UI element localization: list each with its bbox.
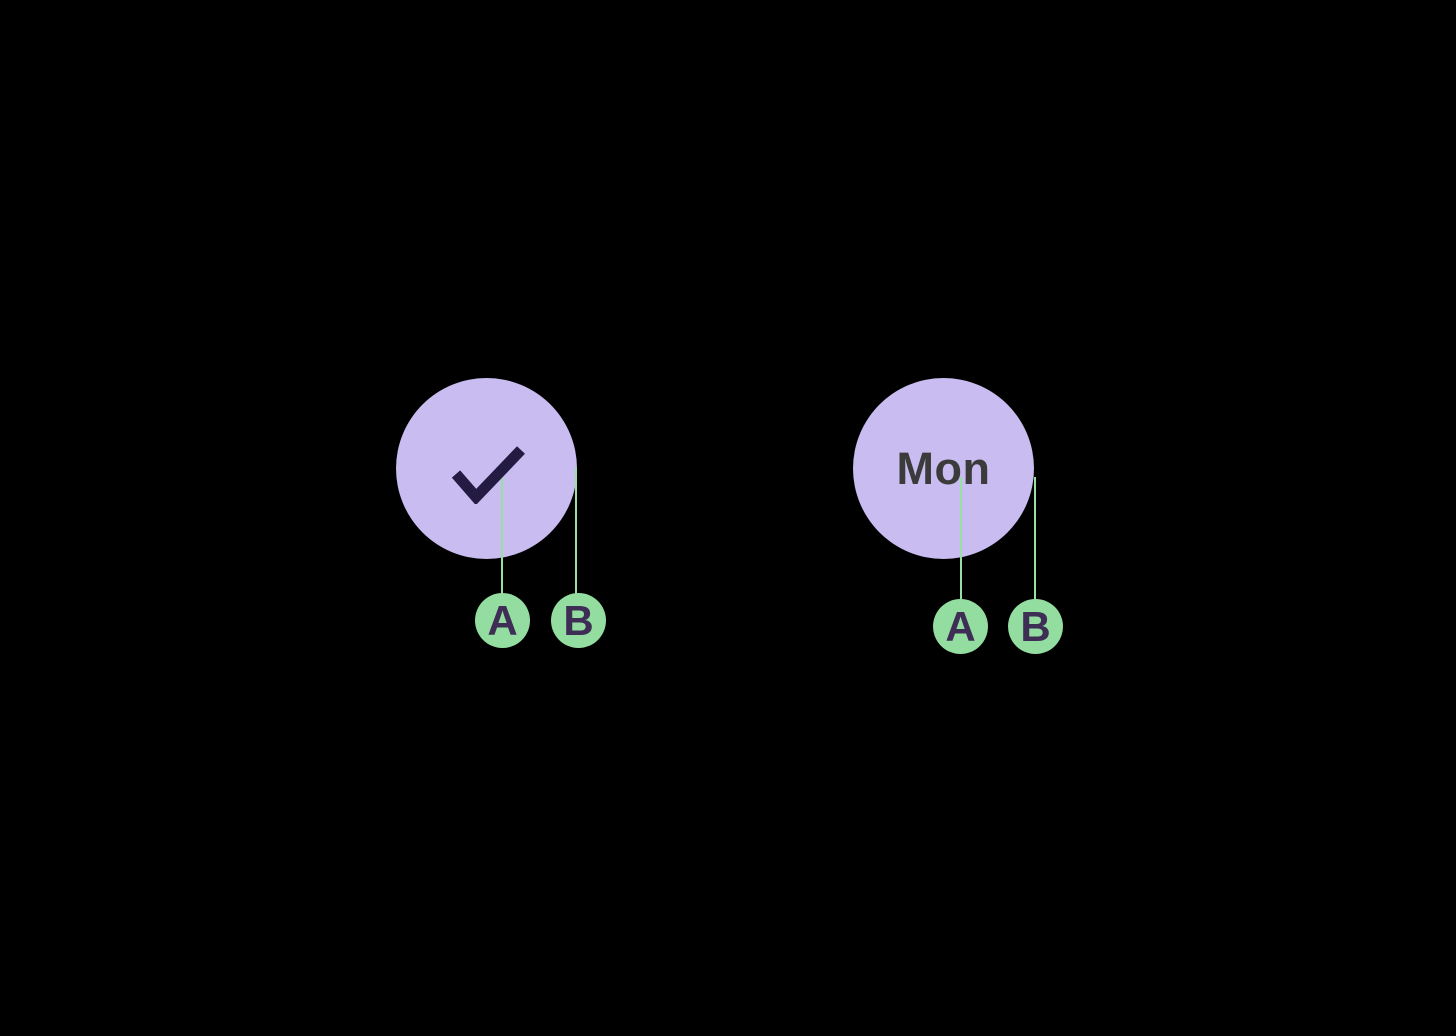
connector-line-mon-b: [1034, 477, 1036, 600]
connector-line-checked-a: [501, 470, 503, 594]
badge-checked-b-label: B: [563, 596, 594, 644]
badge-mon-a[interactable]: A: [933, 599, 988, 654]
badge-checked-b[interactable]: B: [551, 593, 606, 648]
badge-mon-a-label: A: [945, 602, 976, 650]
badge-mon-b[interactable]: B: [1008, 599, 1063, 654]
badge-mon-b-label: B: [1020, 602, 1051, 650]
node-circle-checked[interactable]: [396, 378, 577, 559]
connector-line-checked-b: [575, 467, 577, 594]
node-circle-mon[interactable]: [853, 378, 1034, 559]
connector-line-mon-a: [960, 477, 962, 600]
badge-checked-a[interactable]: A: [475, 593, 530, 648]
badge-checked-a-label: A: [487, 596, 518, 644]
